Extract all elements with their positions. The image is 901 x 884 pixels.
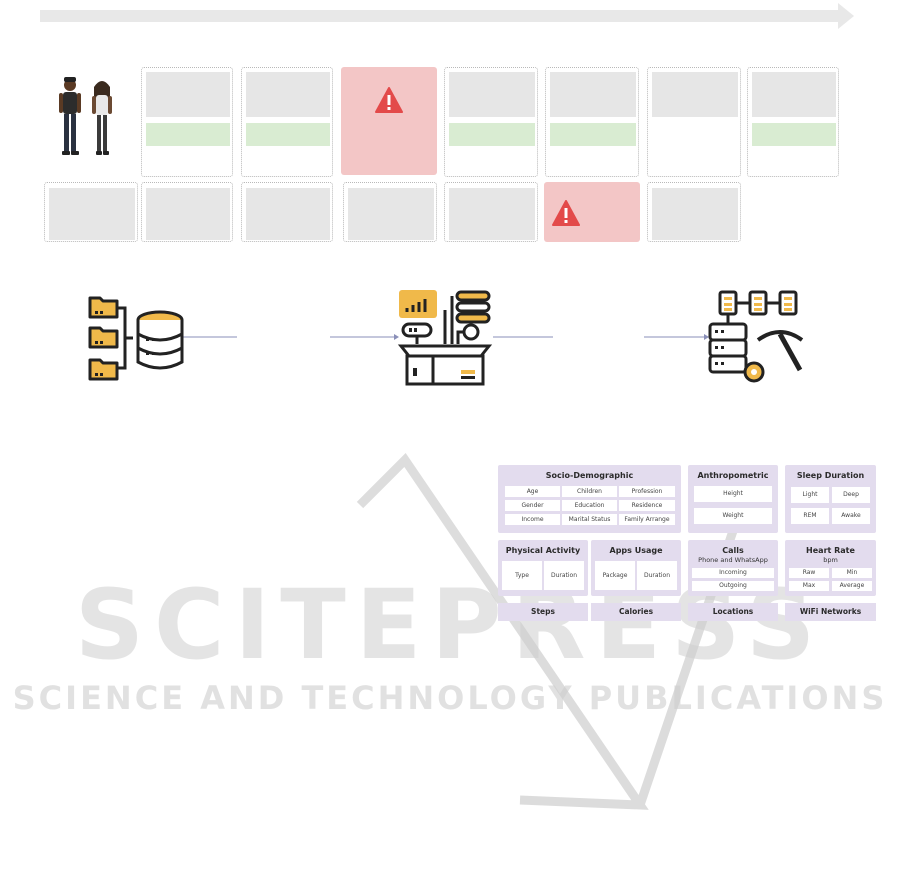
chip-min: Min [832, 568, 872, 578]
chip-income: Income [505, 514, 560, 525]
panel-subtitle: bpm [823, 556, 838, 564]
panel-title: Physical Activity [505, 546, 581, 555]
steps-bar: Steps [498, 603, 588, 621]
database-folders-icon [88, 296, 184, 381]
chip-package: Package [595, 561, 635, 590]
chip-residence: Residence [619, 500, 675, 511]
locations-bar: Locations [688, 603, 778, 621]
heart-rate-panel: Heart Rate bpm Raw Min Max Average [785, 540, 876, 596]
calories-bar: Calories [591, 603, 681, 621]
timeline-cell-r1-5 [545, 67, 639, 177]
timeline-cell-r2-2 [141, 182, 233, 242]
data-box-processing-icon [397, 290, 493, 386]
calls-panel: Calls Phone and WhatsApp Incoming Outgoi… [688, 540, 778, 596]
panel-title: Sleep Duration [796, 471, 865, 480]
warning-icon [552, 200, 580, 226]
chip-deep: Deep [832, 487, 870, 503]
timeline-cell-r1-alert [341, 67, 437, 175]
chip-raw: Raw [789, 568, 829, 578]
watermark-subtitle: SCIENCE AND TECHNOLOGY PUBLICATIONS [12, 679, 888, 717]
timeline-cell-r1-2 [241, 67, 333, 177]
chip-height: Height [694, 486, 772, 502]
panel-title: Anthropometric [697, 471, 769, 480]
timeline-cell-r1-6 [647, 67, 741, 177]
timeline-cell-r1-7 [747, 67, 839, 177]
chip-education: Education [562, 500, 617, 511]
timeline-cell-r2-5 [444, 182, 538, 242]
chip-type: Type [502, 561, 542, 590]
chip-age: Age [505, 486, 560, 497]
timeline-cell-r1-4 [444, 67, 538, 177]
chip-rem: REM [791, 508, 829, 524]
chip-outgoing: Outgoing [692, 581, 774, 591]
socio-demographic-panel: Socio-Demographic Age Children Professio… [498, 465, 681, 533]
chip-average: Average [832, 581, 872, 591]
wifi-networks-bar: WiFi Networks [785, 603, 876, 621]
apps-usage-panel: Apps Usage Package Duration [591, 540, 681, 596]
physical-activity-panel: Physical Activity Type Duration [498, 540, 588, 596]
anthropometric-panel: Anthropometric Height Weight [688, 465, 778, 533]
chip-duration: Duration [637, 561, 677, 590]
chip-light: Light [791, 487, 829, 503]
warning-icon [375, 87, 403, 113]
timeline-cell-r2-7 [647, 182, 741, 242]
timeline-cell-r2-1 [44, 182, 138, 242]
chip-profession: Profession [619, 486, 675, 497]
chip-children: Children [562, 486, 617, 497]
pipeline-connectors [183, 334, 709, 340]
timeline-cell-r2-alert [544, 182, 640, 242]
panel-title: Apps Usage [609, 546, 663, 555]
timeline-cell-r1-1 [141, 67, 233, 177]
panel-title: Heart Rate [806, 546, 855, 555]
timeline-cell-r2-4 [343, 182, 437, 242]
chip-gender: Gender [505, 500, 560, 511]
data-mining-icon [708, 290, 804, 383]
panel-title: Socio-Demographic [545, 471, 634, 480]
people-illustration [59, 77, 112, 155]
chip-max: Max [789, 581, 829, 591]
panel-subtitle: Phone and WhatsApp [698, 556, 768, 564]
timeline-arrow [40, 3, 854, 29]
chip-marital-status: Marital Status [562, 514, 617, 525]
chip-duration: Duration [544, 561, 584, 590]
timeline-cell-r2-3 [241, 182, 333, 242]
chip-family-arrange: Family Arrange [619, 514, 675, 525]
sleep-duration-panel: Sleep Duration Light Deep REM Awake [785, 465, 876, 533]
chip-incoming: Incoming [692, 568, 774, 578]
chip-awake: Awake [832, 508, 870, 524]
panel-title: Calls [722, 546, 744, 555]
chip-weight: Weight [694, 508, 772, 524]
